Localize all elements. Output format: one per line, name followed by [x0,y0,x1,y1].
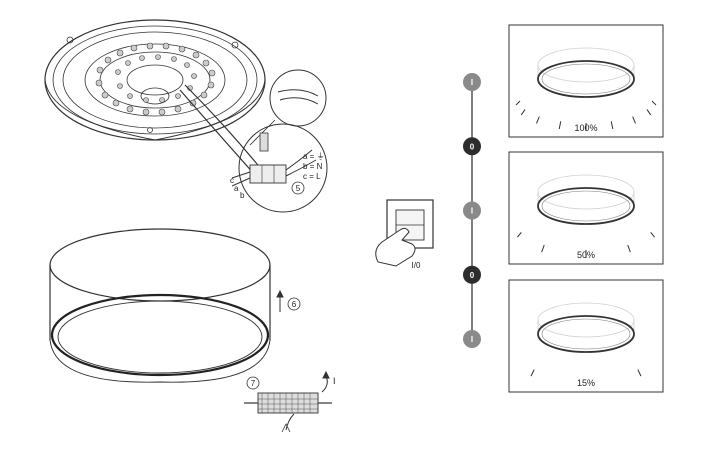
wire-label-a: a [234,184,239,193]
light-ray [627,244,631,253]
sequence-state: 0 [463,137,481,156]
step-5-badge: 5 [291,181,305,195]
light-ray [515,100,521,106]
step-7-badge: 7 [246,376,260,390]
legend-b: b = N [303,162,323,171]
brightness-label: 15% [577,378,595,388]
sequence-state-label: I [471,78,473,87]
lamp-side [537,192,635,204]
sequence-state-circle [463,137,481,156]
fixture-base-illustration [44,19,266,176]
lamp-bottom-ring [537,315,635,353]
panel-frame [508,151,664,265]
lamp-inner-ring [541,318,631,350]
light-ray [517,232,522,238]
brightness-panel: 15% [508,279,664,393]
wire-label-c: c [230,176,234,185]
terminal-block-detail [231,123,328,213]
sequence-state: I [463,73,481,91]
legend-c: c = L [303,172,321,181]
light-ray [637,369,642,377]
sequence-state-circle [463,265,481,284]
sequence-state: 0 [463,265,481,284]
light-ray [541,244,545,253]
light-ray [646,109,652,116]
led-bead-ring [95,42,216,116]
panel-frame [508,24,664,138]
sequence-state-label: 0 [470,142,475,151]
wire-labels: c a b a = ⏚ b = N c = L [230,152,325,200]
cover-edge-detail [244,392,332,433]
light-ray [558,121,562,130]
sequence-state-circle [463,330,481,348]
panel-frame [508,279,664,393]
sequence-state-label: I [471,207,473,216]
diffuser-cover-illustration [49,228,271,383]
light-ray [610,121,614,130]
brightness-panel: 50% [508,151,664,265]
lamp-bottom-ring [537,60,635,98]
sequence-state: I [463,201,481,220]
step-6-badge: 6 [287,297,301,311]
step-6-number: 6 [292,300,297,309]
lamp-side [537,65,635,77]
sequence-state: I [463,330,481,348]
sequence-state-circle [463,201,481,220]
lamp-side [537,320,635,332]
brightness-label: 50% [577,250,595,260]
lamp-bottom-ring [537,187,635,225]
brightness-panel: 100% [508,24,664,138]
legend-a: a = ⏚ [303,152,325,161]
light-ray [536,116,540,124]
switch-label: I/0 [412,261,421,270]
brightness-panels: 100% 50% 15% [508,24,664,393]
light-ray [520,109,526,116]
sequence-state-label: 0 [470,271,475,280]
wire-label-b: b [240,191,245,200]
sequence-state-circle [463,73,481,91]
rotate-arrow [321,370,330,393]
brightness-label: 100% [574,123,597,133]
rotate-mark: I [333,376,336,386]
light-ray [632,116,636,124]
step-6-arrow [276,289,284,312]
light-ray [650,232,655,238]
wall-switch-illustration [375,199,434,267]
lamp-inner-ring [541,190,631,222]
step-5-number: 5 [296,184,301,193]
light-ray [651,100,657,106]
light-ray [530,369,535,377]
sequence-state-label: I [471,335,473,344]
wire-detail-zoom [249,69,327,146]
step-7-number: 7 [251,379,256,388]
lamp-inner-ring [541,63,631,95]
